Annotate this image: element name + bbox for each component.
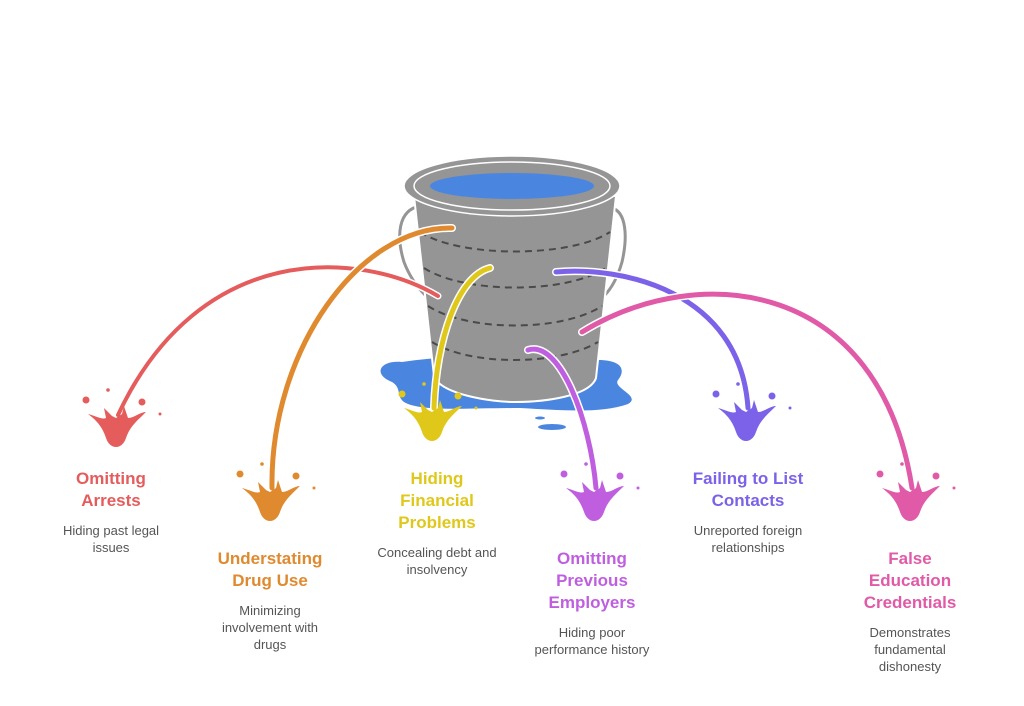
- item-description-line: insolvency: [406, 562, 468, 577]
- item-description: Concealing debt and insolvency: [377, 544, 496, 578]
- item-title-line: False: [888, 549, 932, 568]
- splash-droplet: [422, 382, 426, 386]
- splash-icon: [718, 400, 776, 441]
- stream-line: [269, 225, 455, 491]
- item-description-line: Hiding poor: [558, 625, 626, 640]
- bucket: [403, 155, 621, 404]
- item-description-line: Hiding past legal: [62, 523, 160, 538]
- splash-droplet: [158, 412, 162, 416]
- item-description-line: fundamental: [874, 642, 946, 657]
- splash-droplet: [560, 470, 568, 478]
- item-title-line: Omitting: [76, 469, 146, 488]
- splash-droplet: [82, 396, 90, 404]
- item-description-line: relationships: [711, 540, 785, 555]
- splash-droplet: [768, 392, 776, 400]
- stream-line: [525, 346, 599, 491]
- stream-line: [431, 265, 493, 411]
- splash-droplet: [876, 470, 884, 478]
- stream-omitting-previous-employers: [524, 345, 640, 521]
- splash-icon: [404, 400, 462, 441]
- item-description-line: performance history: [534, 642, 650, 657]
- splash-droplet: [788, 406, 792, 410]
- item-title-line: Previous: [556, 571, 628, 590]
- item-title-line: Omitting: [557, 549, 627, 568]
- splash-droplet: [900, 462, 904, 466]
- item-title-line: Credentials: [863, 593, 957, 612]
- splash-droplet: [636, 486, 640, 490]
- splash-droplet: [138, 398, 146, 406]
- item-description-line: Minimizing: [239, 603, 301, 618]
- splash-droplet: [712, 390, 720, 398]
- splash-droplet: [474, 406, 478, 410]
- splash-droplet: [312, 486, 316, 490]
- stream-line: [579, 291, 915, 491]
- splash-droplet: [106, 388, 110, 392]
- item-title-line: Problems: [398, 513, 476, 532]
- stream-understating-drug-use: [236, 223, 456, 521]
- stream-false-education-credentials: [578, 290, 956, 521]
- stream-omitting-arrests: [82, 263, 442, 447]
- item-description-line: involvement with: [221, 620, 319, 635]
- item-title-line: Financial: [400, 491, 474, 510]
- item-title-line: Drug Use: [232, 571, 308, 590]
- splash-droplet: [454, 392, 462, 400]
- splash-droplet: [952, 486, 956, 490]
- bucket-handle-right: [602, 206, 627, 298]
- splash-droplet: [260, 462, 264, 466]
- splash-icon: [566, 480, 624, 521]
- splash-droplet: [398, 390, 406, 398]
- splash-droplet: [236, 470, 244, 478]
- stream-line: [116, 265, 440, 417]
- splash-droplet: [932, 472, 940, 480]
- splash-droplet: [584, 462, 588, 466]
- item-description-line: Unreported foreign: [693, 523, 803, 538]
- item-description: Minimizing involvement with drugs: [218, 602, 323, 653]
- item-description-line: issues: [92, 540, 130, 555]
- item-title-line: Hiding: [410, 469, 464, 488]
- stream-failing-to-list-contacts: [552, 267, 792, 441]
- splash-droplet: [616, 472, 624, 480]
- splash-icon: [242, 480, 300, 521]
- item-title-line: Education: [868, 571, 952, 590]
- item-description: Demonstrates fundamental dishonesty: [864, 624, 957, 675]
- item-title-line: Understating: [217, 549, 323, 568]
- bucket-dashed-lines: [419, 231, 611, 361]
- item-description: Unreported foreign relationships: [693, 522, 804, 556]
- stream-hiding-financial-problems: [398, 264, 494, 441]
- splash-icon: [88, 406, 146, 447]
- item-title-line: Employers: [548, 593, 636, 612]
- item-description: Hiding past legal issues: [63, 522, 159, 556]
- item-description-line: Demonstrates: [869, 625, 951, 640]
- item-description-line: drugs: [253, 637, 287, 652]
- item-title-line: Arrests: [81, 491, 141, 510]
- splash-droplet: [736, 382, 740, 386]
- item-description-line: Concealing debt and: [377, 545, 497, 560]
- stream-line: [553, 268, 751, 411]
- item-description: Hiding poor performance history: [535, 624, 650, 658]
- item-title-line: Failing to List: [692, 469, 804, 488]
- splash-droplet: [292, 472, 300, 480]
- item-description-line: dishonesty: [878, 659, 942, 674]
- splash-icon: [882, 480, 940, 521]
- item-title-line: Contacts: [711, 491, 785, 510]
